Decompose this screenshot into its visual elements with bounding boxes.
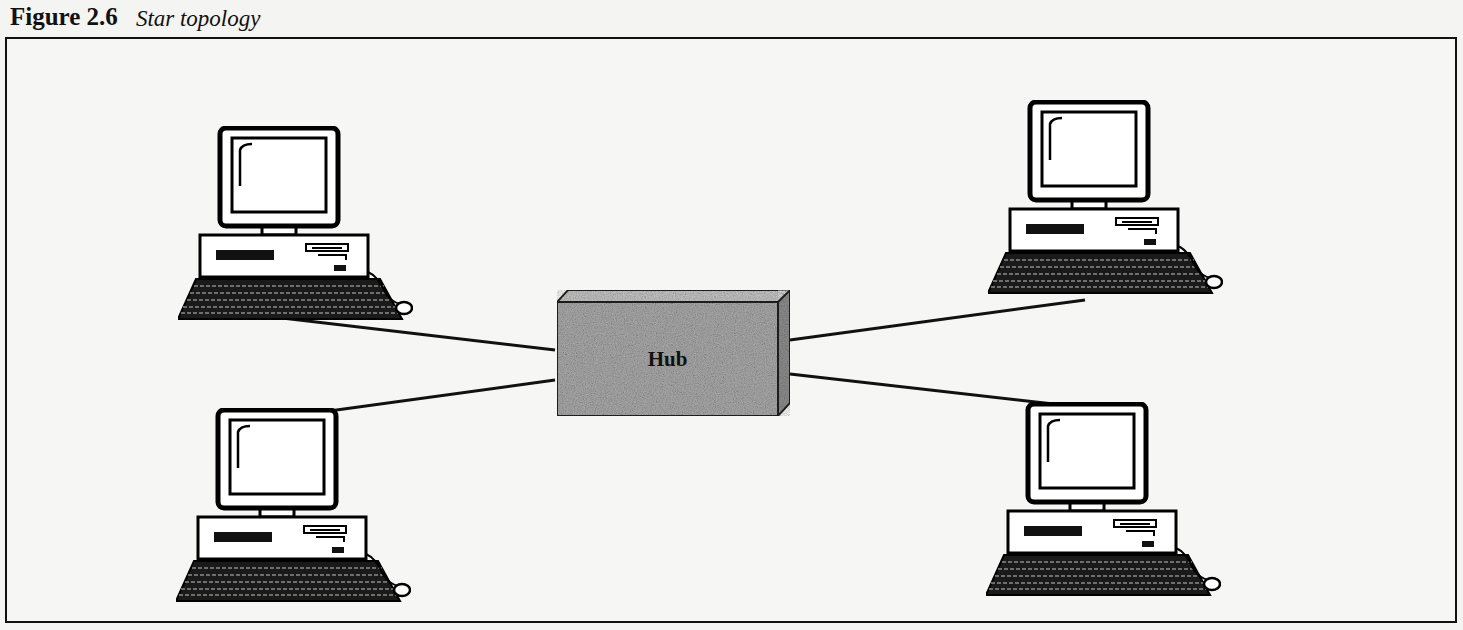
figure-frame [6,38,1456,622]
figure-number: Figure 2.6 [10,3,118,31]
hub-label: Hub [648,347,688,372]
hub-node: Hub [557,302,778,416]
cable [790,300,1085,340]
computer-icon [988,102,1222,293]
cable [300,380,555,415]
computer-icon [176,410,410,601]
computer-icon [986,404,1220,595]
hub-box [557,290,790,416]
computer-icon [178,128,412,319]
hub-side-face [778,290,790,416]
hub-front-face [557,302,778,416]
figure-caption: Star topology [136,6,261,32]
hub-top-face [557,290,790,302]
cable [265,316,555,350]
